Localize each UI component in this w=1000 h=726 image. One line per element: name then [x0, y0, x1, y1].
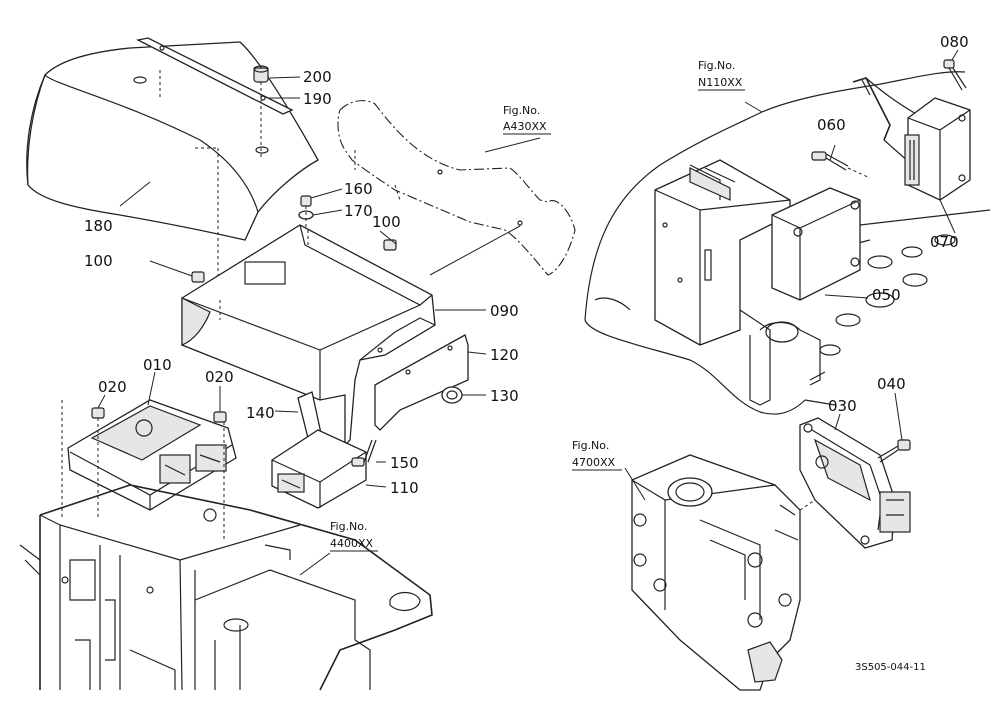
callout-030: 030 — [828, 397, 857, 415]
callout-160: 160 — [344, 180, 373, 198]
fig-ref-a430-number: A430XX — [503, 120, 547, 133]
drawing-code: 3S505-044-11 — [855, 662, 926, 673]
callout-050: 050 — [872, 286, 901, 304]
bolt-150 — [351, 439, 386, 467]
controller-110 — [271, 429, 387, 509]
callout-130: 130 — [490, 387, 519, 405]
plate-120 — [374, 334, 487, 431]
ref-outline-n110 — [584, 71, 966, 415]
bolt-100-left — [149, 260, 205, 283]
callout-040: 040 — [877, 375, 906, 393]
ref-outline-a430 — [337, 100, 576, 276]
grommet-130 — [441, 386, 486, 404]
nut-020-right — [213, 386, 227, 540]
callout-100-right: 100 — [372, 213, 401, 231]
callout-020-right: 020 — [205, 368, 234, 386]
ecu-010 — [67, 371, 237, 511]
module-050 — [771, 187, 869, 301]
callout-180: 180 — [84, 217, 113, 235]
callout-090: 090 — [490, 302, 519, 320]
callout-020-left: 020 — [98, 378, 127, 396]
callout-100: 100 — [84, 252, 113, 270]
strip-190 — [136, 37, 294, 115]
nut-160 — [300, 188, 343, 207]
fig-ref-a430: Fig.No. A430XX — [503, 104, 551, 135]
fig-ref-a430-label: Fig.No. — [503, 104, 540, 117]
nut-200 — [253, 65, 301, 160]
controller-030 — [799, 413, 911, 549]
fig-ref-4400-label: Fig.No. — [330, 520, 367, 533]
mount-bracket-n110 — [594, 159, 826, 406]
callout-010: 010 — [143, 356, 172, 374]
bolt-100-right — [379, 230, 397, 251]
callout-080: 080 — [940, 33, 969, 51]
fig-ref-n110-label: Fig.No. — [698, 59, 735, 72]
callout-110: 110 — [390, 479, 419, 497]
callout-190: 190 — [303, 90, 332, 108]
nut-020-left — [91, 394, 106, 520]
bolt-080 — [943, 49, 967, 91]
fig-ref-4400-number: 4400XX — [330, 537, 374, 550]
bracket-090 — [181, 224, 486, 447]
fig-ref-4700-label: Fig.No. — [572, 439, 609, 452]
frame-4400 — [19, 400, 433, 691]
callout-070: 070 — [930, 233, 959, 251]
callout-120: 120 — [490, 346, 519, 364]
fig-ref-4700-number: 4700XX — [572, 456, 616, 469]
fig-ref-4400: Fig.No. 4400XX — [330, 520, 378, 552]
fig-ref-n110: Fig.No. N110XX — [698, 59, 745, 91]
callout-140: 140 — [246, 404, 275, 422]
callout-170: 170 — [344, 202, 373, 220]
bolt-040 — [877, 392, 911, 463]
callout-labels: 200 190 180 100 160 170 100 090 120 130 … — [84, 33, 969, 497]
callout-060: 060 — [817, 116, 846, 134]
bolt-060 — [811, 144, 871, 179]
callout-200: 200 — [303, 68, 332, 86]
fig-ref-n110-number: N110XX — [698, 76, 743, 89]
hydraulic-block-4700 — [624, 454, 816, 691]
unit-070 — [852, 77, 971, 234]
callout-150: 150 — [390, 454, 419, 472]
fig-ref-4700: Fig.No. 4700XX — [572, 439, 622, 471]
